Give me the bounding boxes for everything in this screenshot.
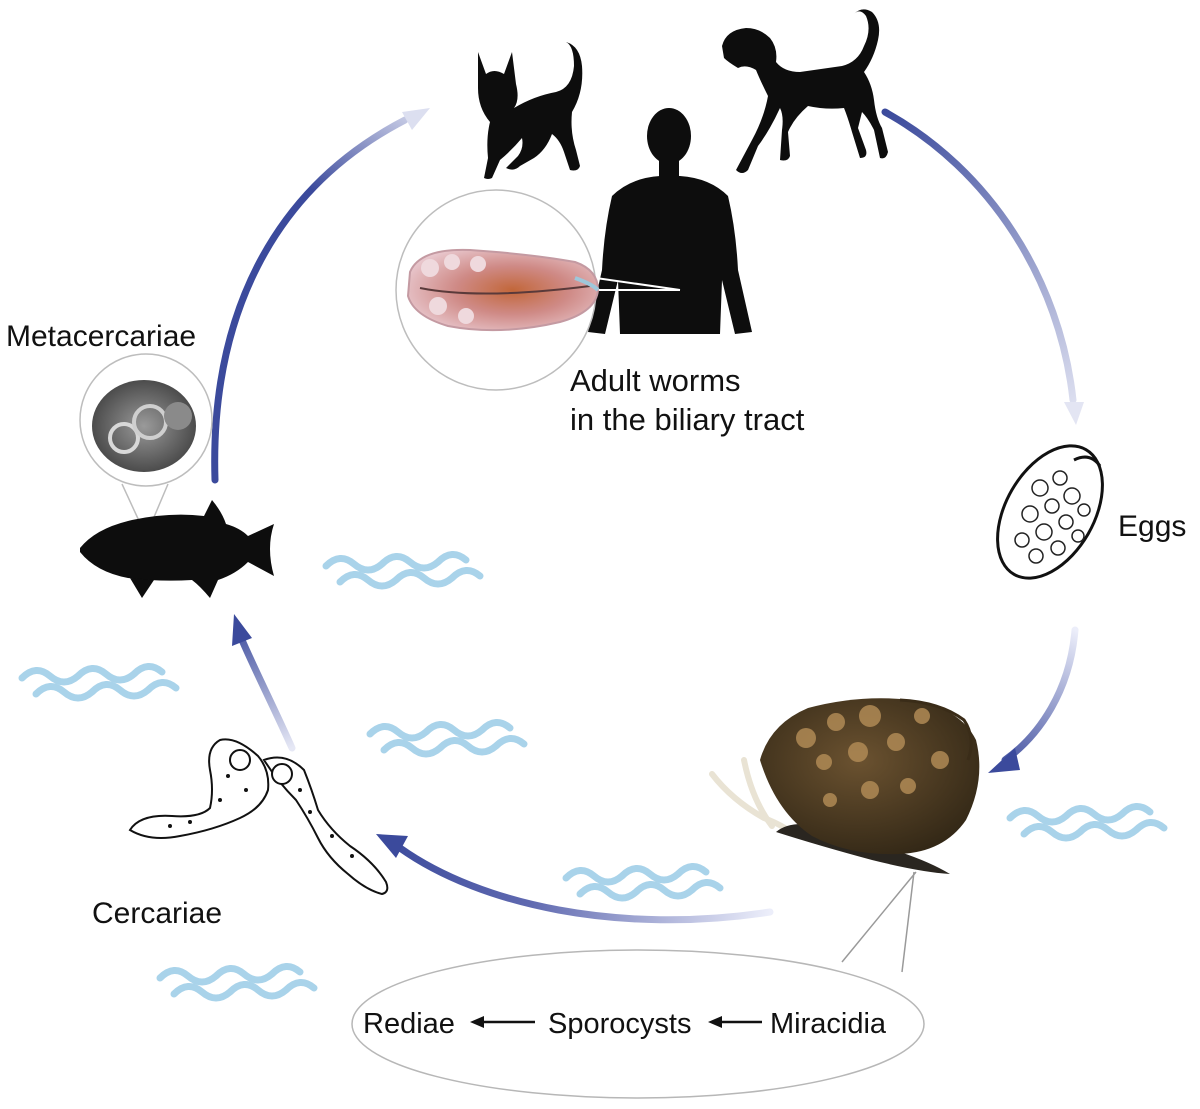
metacercaria-callout — [79, 353, 213, 538]
water-wave-icon — [22, 666, 176, 698]
arrow-snail-to-cercariae — [396, 844, 774, 924]
cat-icon — [478, 42, 583, 179]
water-wave-icon — [370, 722, 524, 754]
label-miracidia: Miracidia — [770, 1008, 887, 1040]
label-adult-worms: Adult worms in the biliary tract — [570, 362, 804, 440]
label-rediae: Rediae — [363, 1008, 455, 1040]
cercaria-icon — [128, 738, 389, 896]
dog-icon — [722, 9, 888, 173]
arrow-eggs-to-snail — [1001, 626, 1079, 764]
label-adult-line1: Adult worms — [570, 363, 741, 398]
arrow-head-eggs — [1064, 402, 1084, 425]
adult-worm-callout — [395, 189, 681, 391]
arrow-fish-to-hosts — [211, 116, 409, 484]
label-cercariae: Cercariae — [92, 897, 223, 930]
label-adult-line2: in the biliary tract — [570, 401, 805, 437]
adult-worm-icon — [406, 248, 600, 332]
arrow-head-fish — [232, 614, 252, 646]
arrow-hosts-to-eggs — [881, 108, 1077, 404]
cycle-arrows — [211, 108, 1084, 924]
metacercaria-icon — [92, 380, 196, 472]
water-wave-icon — [566, 866, 720, 898]
water-wave-icon — [160, 966, 314, 998]
arrow-head-hosts — [402, 108, 430, 130]
fish-icon — [80, 500, 274, 598]
water-wave-icon — [326, 554, 480, 586]
arrow-head-cercariae — [376, 834, 408, 858]
snail-icon — [709, 698, 980, 874]
water-wave-icon — [1010, 806, 1164, 838]
arrow-cercariae-to-fish — [238, 636, 296, 752]
human-icon — [588, 108, 752, 334]
arrow-head-snail — [988, 748, 1020, 773]
label-sporocysts: Sporocysts — [548, 1008, 692, 1040]
snail-callout — [351, 871, 925, 1099]
label-eggs: Eggs — [1118, 510, 1187, 543]
egg-icon — [996, 444, 1104, 580]
label-metacercariae: Metacercariae — [6, 320, 197, 353]
